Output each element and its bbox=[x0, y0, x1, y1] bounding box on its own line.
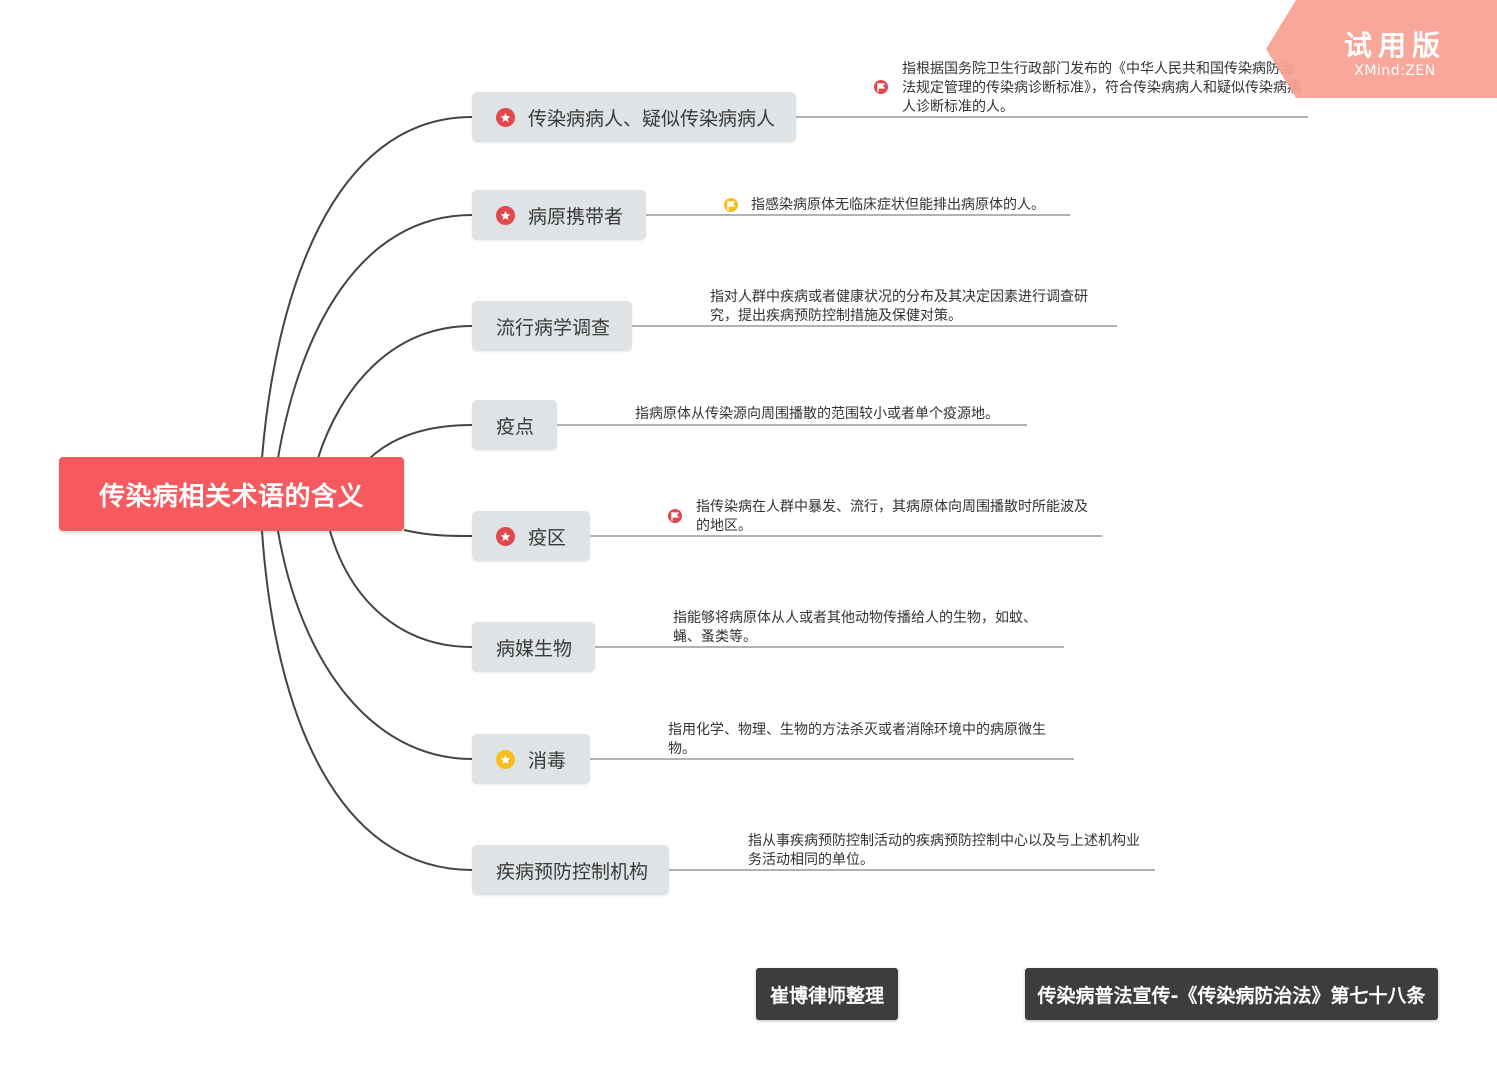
topic-label: 消毒 bbox=[528, 749, 567, 772]
topic-label: 疾病预防控制机构 bbox=[496, 860, 649, 883]
red-star-icon bbox=[496, 107, 515, 127]
topic-label: 病原携带者 bbox=[528, 205, 624, 228]
topic-label: 疫点 bbox=[496, 415, 535, 438]
red-flag-icon bbox=[874, 80, 888, 94]
branch-connector bbox=[277, 214, 473, 459]
topic-epidemic-area[interactable]: 疫区 bbox=[472, 511, 590, 561]
topic-disinfection[interactable]: 消毒 bbox=[472, 734, 590, 784]
topic-note: 指对人群中疾病或者健康状况的分布及其决定因素进行调查研究，提出疾病预防控制措施及… bbox=[710, 289, 1088, 324]
branch-connector bbox=[261, 530, 473, 871]
branch-connector bbox=[329, 530, 473, 648]
watermark-subtitle: XMind:ZEN bbox=[1354, 63, 1436, 79]
topic-cdc[interactable]: 疾病预防控制机构 bbox=[472, 845, 669, 895]
topic-epidemiology[interactable]: 流行病学调查 bbox=[472, 301, 632, 351]
topic-note: 指从事疾病预防控制活动的疾病预防控制中心以及与上述机构业务活动相同的单位。 bbox=[748, 833, 1140, 868]
topic-note: 指根据国务院卫生行政部门发布的《中华人民共和国传染病防治法规定管理的传染病诊断标… bbox=[902, 61, 1301, 115]
topic-epidemic-spot[interactable]: 疫点 bbox=[472, 400, 557, 450]
branch-connector bbox=[317, 325, 473, 459]
red-star-icon bbox=[496, 205, 515, 225]
topic-note: 指病原体从传染源向周围播散的范围较小或者单个疫源地。 bbox=[635, 406, 999, 422]
topic-note: 指能够将病原体从人或者其他动物传播给人的生物，如蚊、蝇、蚤类等。 bbox=[673, 610, 1037, 645]
topic-note: 指传染病在人群中暴发、流行，其病原体向周围播散时所能波及的地区。 bbox=[696, 499, 1088, 534]
topic-carrier[interactable]: 病原携带者 bbox=[472, 190, 646, 240]
author-label[interactable]: 崔博律师整理 bbox=[756, 968, 898, 1020]
branch-connector bbox=[403, 529, 473, 537]
yellow-flag-icon bbox=[724, 198, 738, 212]
root-topic[interactable]: 传染病相关术语的含义 bbox=[59, 457, 404, 531]
topic-note: 指感染病原体无临床症状但能排出病原体的人。 bbox=[751, 197, 1045, 213]
yellow-star-icon bbox=[496, 749, 515, 769]
red-star-icon bbox=[496, 526, 515, 546]
topic-label: 流行病学调查 bbox=[496, 316, 611, 339]
trial-watermark bbox=[1266, 0, 1497, 98]
red-flag-icon bbox=[668, 509, 682, 523]
topic-label: 疫区 bbox=[528, 526, 567, 549]
topic-vector[interactable]: 病媒生物 bbox=[472, 622, 595, 672]
topic-label: 传染病病人、疑似传染病病人 bbox=[528, 107, 776, 130]
branch-connector bbox=[369, 424, 473, 459]
topic-note: 指用化学、物理、生物的方法杀灭或者消除环境中的病原微生物。 bbox=[668, 722, 1046, 757]
branch-connector bbox=[277, 530, 473, 760]
branch-connector bbox=[261, 116, 473, 459]
watermark-title: 试用版 bbox=[1343, 29, 1446, 62]
topic-patient[interactable]: 传染病病人、疑似传染病病人 bbox=[472, 92, 796, 142]
source-label[interactable]: 传染病普法宣传-《传染病防治法》第七十八条 bbox=[1025, 968, 1438, 1020]
topic-label: 病媒生物 bbox=[496, 637, 573, 660]
